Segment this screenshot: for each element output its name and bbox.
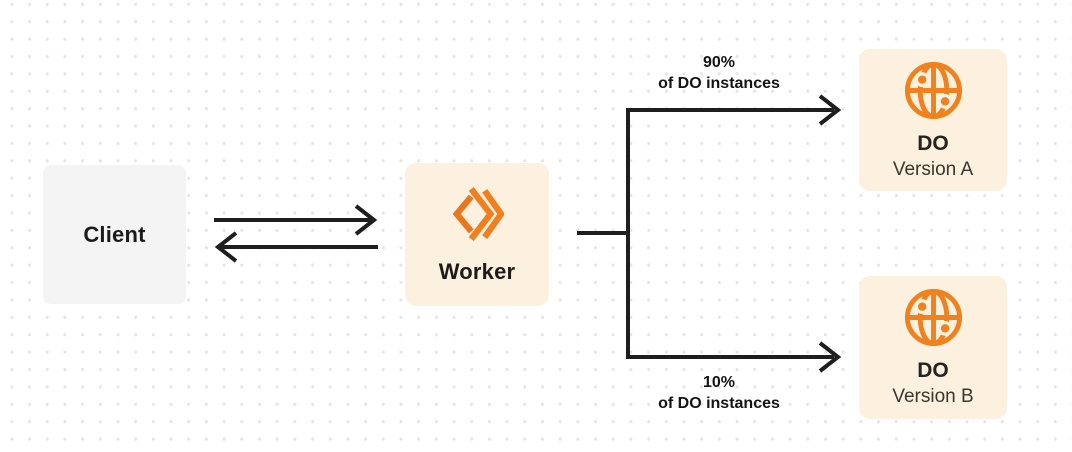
worker-node-label: Worker (438, 258, 516, 284)
arrow-split-to-do-b-head-icon (818, 341, 842, 373)
split-label-90-percent-caption: of DO instances (658, 75, 780, 92)
durable-object-globe-icon (902, 59, 965, 122)
do-version-a-title: DO (917, 131, 949, 155)
client-node-label: Client (83, 221, 146, 247)
workers-icon (450, 185, 505, 243)
split-label-90-percent: 90% of DO instances (594, 52, 844, 94)
arrow-client-to-worker-head-icon (354, 204, 378, 236)
client-node: Client (43, 165, 186, 304)
do-version-b-subtitle: Version B (892, 386, 974, 408)
arrow-split-to-do-a-head-icon (818, 94, 842, 126)
split-label-10-percent-caption: of DO instances (658, 395, 780, 412)
do-version-b-node: DO Version B (859, 276, 1007, 419)
do-version-a-node: DO Version A (859, 49, 1007, 191)
do-version-a-subtitle: Version A (892, 158, 974, 180)
split-label-10-percent: 10% of DO instances (594, 372, 844, 414)
durable-object-globe-icon (902, 286, 965, 349)
do-version-b-title: DO (917, 359, 949, 383)
split-label-90-percent-value: 90% (702, 54, 736, 71)
split-label-10-percent-value: 10% (702, 374, 736, 391)
worker-node: Worker (405, 163, 549, 306)
arrow-worker-to-client-head-icon (214, 231, 238, 263)
